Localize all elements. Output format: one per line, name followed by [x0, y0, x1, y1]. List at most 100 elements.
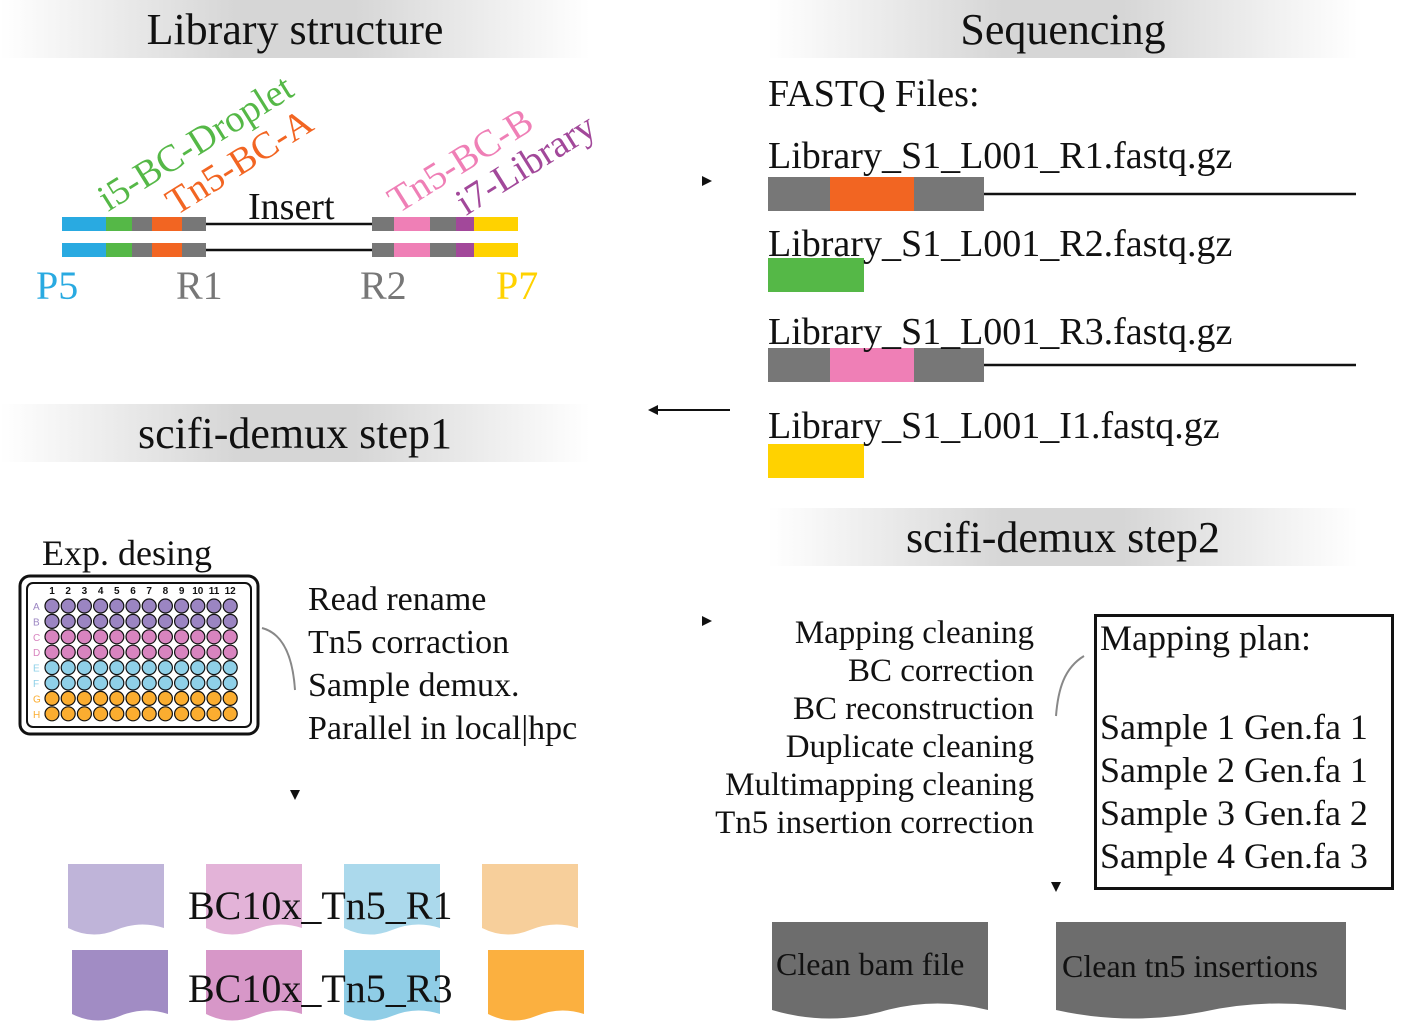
plate-well [44, 644, 60, 660]
plate-well [76, 690, 93, 707]
r2-segment-top [372, 217, 394, 231]
plate-well [125, 690, 141, 707]
plate-well [44, 675, 60, 691]
tn5a-segment-top [152, 217, 182, 231]
plate-well [76, 644, 93, 660]
plate-well [206, 644, 222, 660]
plate-well [76, 659, 93, 676]
mapping-plan-title: Mapping plan: [1100, 618, 1311, 658]
plate-well [190, 629, 206, 645]
plate-well [157, 706, 173, 722]
doc-lavender-dark [72, 950, 168, 1021]
fastq-r1-bar [768, 177, 1356, 211]
plate-well [157, 644, 173, 660]
plate-column-label: 9 [179, 586, 185, 597]
plate-well [109, 598, 125, 614]
plate-well [190, 675, 206, 691]
plate-well [109, 706, 125, 722]
clean-tn5-doc [1056, 922, 1346, 1019]
header-library-structure: Library structure [0, 0, 590, 58]
fastq-r3-bar [768, 348, 1356, 382]
fastq-file-r3: Library_S1_L001_R3.fastq.gz [768, 311, 1233, 353]
step2-step-item: BC reconstruction [792, 691, 1034, 727]
p5-segment-bottom [62, 243, 106, 257]
plate-title: Exp. desing [42, 533, 212, 573]
plate-well [190, 690, 206, 707]
plate-well [141, 659, 157, 676]
plate-well [125, 598, 141, 614]
gray-segment-bottom [132, 243, 152, 257]
plate-well [157, 690, 173, 707]
p7-label: P7 [496, 263, 539, 308]
fastq-file-i1: Library_S1_L001_I1.fastq.gz [768, 405, 1220, 447]
doc-pink-light [206, 864, 302, 935]
plate-well [141, 706, 157, 722]
plate-well [44, 598, 60, 614]
gray2-segment-bottom [430, 243, 456, 257]
plate-well [109, 690, 125, 707]
plate-well [60, 613, 76, 630]
plate-column-label: 11 [209, 586, 220, 597]
fastq-file-r2: Library_S1_L001_R2.fastq.gz [768, 223, 1233, 265]
i5-segment-bottom [106, 243, 132, 257]
i7-segment-top [456, 217, 474, 231]
plate-well [206, 629, 222, 645]
plate-row-label: C [33, 633, 40, 644]
plate-column-label: 7 [146, 586, 152, 597]
plate-row-label: D [33, 648, 40, 659]
header-step2: scifi-demux step2 [768, 508, 1358, 566]
plate-column-label: 5 [114, 586, 120, 597]
plate-well [92, 690, 109, 707]
mapping-plan-list: Sample 1 Gen.fa 1 Sample 2 Gen.fa 1 Samp… [1100, 706, 1368, 878]
plate-well [206, 706, 222, 722]
tn5b-segment-bottom [394, 243, 430, 257]
r1-label: R1 [176, 263, 223, 308]
plate-well [76, 629, 93, 645]
header-step1: scifi-demux step1 [0, 404, 590, 462]
plate-well [109, 644, 125, 660]
plate-row-label: A [33, 602, 40, 613]
i5-segment-top [106, 217, 132, 231]
mapping-plan-item: Sample 3 Gen.fa 2 [1100, 793, 1368, 833]
plate-column-label: 10 [192, 586, 204, 597]
gray2-segment-top [430, 217, 456, 231]
p7-segment-bottom [474, 243, 518, 257]
insert-label: Insert [248, 186, 335, 228]
step2-step-item: Duplicate cleaning [785, 729, 1034, 765]
step2-step-item: Multimapping cleaning [725, 767, 1034, 803]
doc-orange-light [482, 864, 578, 935]
plate-well [174, 675, 190, 691]
step1-step-item: Tn5 corraction [308, 624, 510, 661]
plate-column-label: 3 [82, 586, 88, 597]
step2-merge-curve [1055, 655, 1085, 717]
output-r3-label: BC10x_Tn5_R3 [188, 966, 453, 1011]
plate-well [125, 644, 141, 660]
plate-well [125, 613, 141, 630]
clean-bam-doc [772, 922, 988, 1019]
plate-well [92, 659, 109, 676]
plate-well [222, 598, 238, 614]
plate-well [157, 598, 173, 614]
p7-segment-top [474, 217, 518, 231]
r1-segment-bottom [182, 243, 206, 257]
plate-well [76, 598, 93, 614]
doc-blue-light [344, 864, 440, 935]
plate-wells [44, 598, 238, 722]
plate-well [109, 613, 125, 630]
plate-well [141, 613, 157, 630]
plate-well [157, 675, 173, 691]
plate-well [157, 629, 173, 645]
step2-step-item: Mapping cleaning [794, 615, 1034, 651]
plate-well [222, 659, 238, 676]
header-sequencing: Sequencing [768, 0, 1358, 58]
r2-label: R2 [360, 263, 407, 308]
plate-well [125, 659, 141, 676]
plate-row-label: B [33, 617, 40, 628]
doc-pink-dark [206, 950, 302, 1021]
step1-step-item: Read rename [308, 581, 487, 618]
plate-well [222, 706, 238, 722]
mapping-plan-box [1094, 614, 1394, 890]
i7-segment-bottom [456, 243, 474, 257]
